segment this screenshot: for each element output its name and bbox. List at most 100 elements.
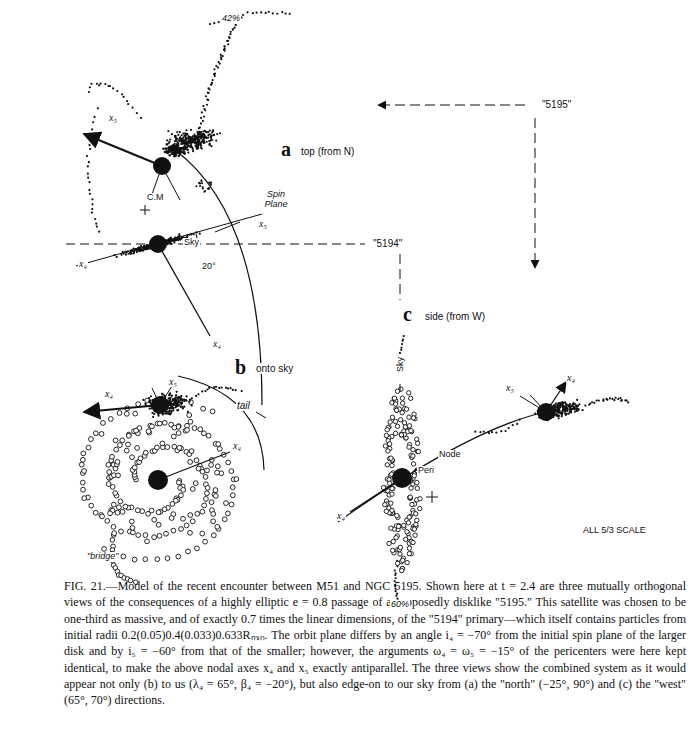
test-particle: [202, 105, 204, 107]
spiral-arm-particles: [79, 398, 238, 562]
test-particle: [130, 252, 132, 254]
test-particle: [206, 98, 208, 100]
test-particle: [171, 152, 174, 155]
test-particle: [142, 250, 144, 252]
test-particle: [177, 409, 179, 411]
test-particle: [203, 140, 205, 142]
test-particle-ring: [124, 448, 129, 453]
test-particle: [186, 148, 189, 151]
test-particle-ring: [130, 455, 135, 460]
test-particle: [557, 407, 559, 409]
test-particle-ring: [194, 458, 199, 463]
test-particle-ring: [118, 499, 123, 504]
test-particle: [191, 138, 193, 140]
test-particle: [130, 253, 132, 255]
test-particle: [573, 408, 575, 410]
test-particle: [200, 145, 202, 147]
test-particle: [500, 430, 502, 432]
test-particle: [164, 412, 166, 414]
test-particle: [593, 402, 595, 404]
test-particle: [252, 12, 254, 14]
test-particle: [557, 414, 559, 416]
test-particle: [88, 161, 90, 163]
test-particle: [403, 335, 405, 337]
tidal-stream: [198, 16, 243, 129]
test-particle: [577, 408, 579, 410]
test-particle: [168, 394, 170, 396]
test-particle: [143, 247, 145, 249]
test-particle: [88, 144, 90, 146]
test-particle: [169, 241, 171, 243]
nodal-axis-line: [158, 452, 230, 480]
test-particle-ring: [115, 510, 120, 515]
test-particle: [211, 135, 213, 137]
test-particle-ring: [230, 485, 235, 490]
test-particle: [561, 404, 563, 406]
test-particle-ring: [165, 445, 170, 450]
test-particle: [196, 145, 198, 147]
test-particle-ring: [391, 486, 395, 490]
test-particle-ring: [135, 508, 140, 513]
test-particle-ring: [201, 406, 206, 411]
test-particle: [401, 343, 403, 345]
test-particle: [175, 135, 177, 137]
test-particle: [220, 54, 222, 56]
test-particle-ring: [106, 462, 111, 467]
test-particle: [204, 390, 206, 392]
test-particle-ring: [395, 513, 399, 517]
test-particle: [142, 246, 144, 248]
test-particle: [268, 11, 270, 13]
test-particle-ring: [229, 469, 234, 474]
companion-cloud: [166, 129, 221, 154]
test-particle: [620, 400, 622, 402]
test-particle: [176, 409, 178, 411]
test-particle: [176, 137, 178, 139]
test-particle-ring: [407, 445, 411, 449]
edge-on-ring-particles: [381, 387, 422, 573]
test-particle: [199, 185, 201, 187]
test-particle-ring: [189, 449, 194, 454]
test-particle: [181, 141, 183, 143]
test-particle-ring: [396, 524, 400, 528]
test-particle: [125, 254, 127, 256]
test-particle-ring: [390, 415, 394, 419]
test-particle: [195, 395, 197, 397]
test-particle: [179, 131, 181, 133]
test-particle: [175, 139, 177, 141]
test-particle: [196, 131, 198, 133]
test-particle-ring: [409, 486, 413, 490]
figure-label: "bridge": [86, 552, 119, 562]
test-particle: [228, 36, 230, 38]
test-particle: [193, 133, 195, 135]
test-particle-ring: [400, 396, 404, 400]
test-particle-ring: [395, 408, 399, 412]
test-particle-ring: [136, 533, 141, 538]
test-particle: [135, 248, 137, 250]
test-particle: [137, 249, 139, 251]
test-particle: [197, 141, 199, 143]
test-particle: [201, 182, 203, 184]
test-particle: [186, 133, 188, 135]
test-particle-ring: [126, 442, 131, 447]
test-particle-ring: [81, 451, 86, 456]
figure-label: x₄: [104, 388, 114, 399]
test-particle: [207, 134, 209, 136]
test-particle: [209, 130, 211, 132]
test-particle-ring: [102, 547, 107, 552]
test-particle: [86, 155, 88, 157]
test-particle: [180, 395, 182, 397]
test-particle: [553, 405, 555, 407]
test-particle: [99, 82, 101, 84]
test-particle: [554, 404, 556, 406]
test-particle: [96, 226, 98, 228]
test-particle-ring: [411, 540, 415, 544]
test-particle-ring: [230, 493, 235, 498]
test-particle: [568, 413, 570, 415]
test-particle-ring: [399, 433, 403, 437]
panel-letter: c: [402, 303, 413, 325]
test-particle: [184, 132, 186, 134]
test-particle: [181, 398, 183, 400]
test-particle: [591, 401, 593, 403]
test-particle: [89, 148, 91, 150]
test-particle: [400, 347, 402, 349]
